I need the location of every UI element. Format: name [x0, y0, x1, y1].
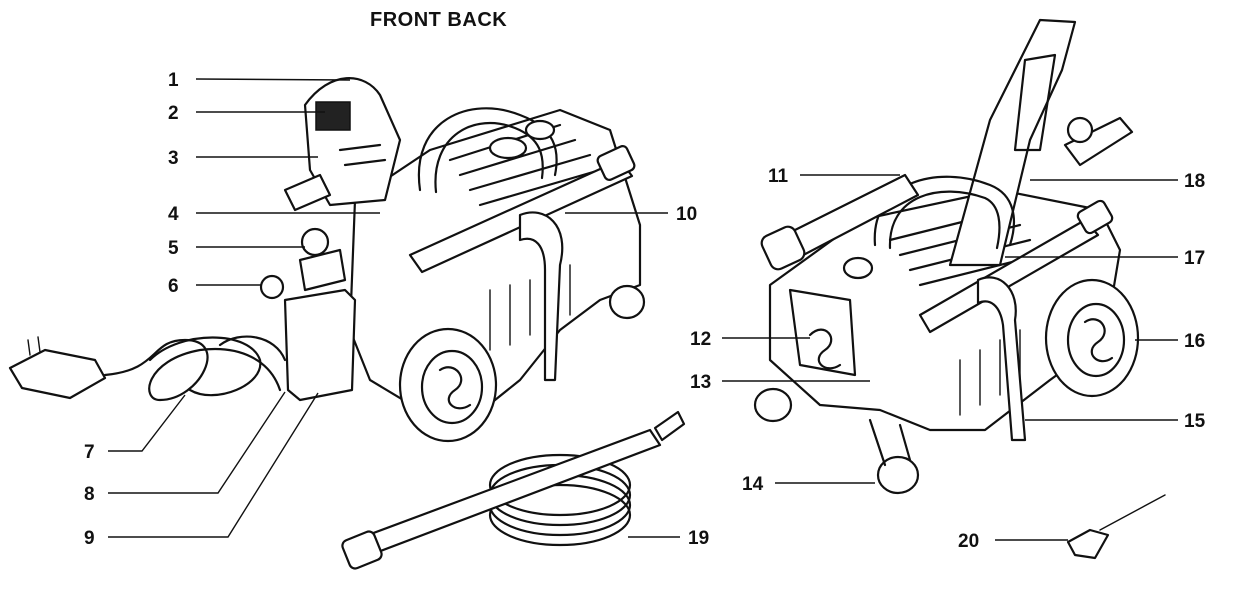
callout-11: 11 — [768, 166, 789, 187]
back-logo-s — [808, 328, 842, 370]
front-hose-hook — [518, 211, 564, 382]
leader-1 — [195, 78, 351, 81]
callout-3: 3 — [168, 148, 179, 169]
back-logo-panel — [788, 288, 857, 377]
back-tall-handle — [948, 18, 1077, 267]
front-rear-caster — [608, 284, 646, 320]
callout-19: 19 — [688, 528, 709, 549]
callout-10: 10 — [676, 204, 697, 225]
front-wheel-s-logo — [438, 366, 472, 410]
front-lance-nozzle — [596, 145, 636, 181]
back-wheel-hub — [1066, 302, 1126, 378]
front-detergent-cap — [300, 227, 330, 257]
hose-coil-4 — [488, 453, 632, 517]
front-view-illustration — [8, 77, 646, 443]
back-left-caster — [753, 387, 793, 423]
back-top-connector — [1066, 116, 1094, 144]
callout-5: 5 — [168, 238, 179, 259]
front-plug-prongs — [27, 336, 41, 356]
callout-8: 8 — [84, 484, 95, 505]
front-top-cap — [524, 119, 556, 141]
back-wheel-s-logo — [1083, 318, 1114, 363]
callout-2: 2 — [168, 103, 179, 124]
back-front-caster — [876, 455, 920, 495]
callout-20: 20 — [958, 531, 979, 552]
front-detergent-tank — [283, 288, 357, 402]
back-caster-legs — [868, 418, 912, 467]
front-trigger-lock — [315, 101, 351, 131]
callout-15: 15 — [1184, 411, 1206, 432]
front-inlet-connector — [259, 274, 285, 300]
back-lance-nozzle — [1076, 199, 1114, 235]
front-power-plug — [8, 348, 107, 400]
front-cord-coil-1 — [103, 338, 282, 402]
diagram-title: FRONT BACK — [370, 9, 508, 31]
front-cord-coil-3 — [218, 335, 287, 362]
callout-numbers: 1 2 3 4 5 6 7 8 9 10 11 12 13 14 15 16 1… — [84, 70, 1206, 552]
back-carry-handle-inner — [888, 190, 1001, 250]
leader-9 — [108, 392, 319, 538]
front-handle-outer — [417, 107, 558, 192]
front-gun-grip-lines — [338, 143, 387, 167]
needle-tool-grip — [1066, 528, 1110, 560]
hose-end-fitting — [341, 530, 383, 570]
front-inlet-filter-block — [298, 248, 347, 292]
back-side-louvers — [959, 329, 1021, 416]
callout-16: 16 — [1184, 331, 1205, 352]
back-view-illustration — [753, 18, 1140, 495]
hose-illustration — [341, 410, 686, 570]
front-oil-cap — [488, 136, 528, 160]
callout-6: 6 — [168, 276, 179, 297]
needle-tool-illustration — [1066, 494, 1166, 560]
callout-17: 17 — [1184, 248, 1205, 269]
callout-18: 18 — [1184, 171, 1205, 192]
back-oil-cap — [842, 256, 874, 280]
back-hose-hook — [976, 276, 1027, 442]
front-wheel-hub — [420, 349, 484, 425]
front-gun-connector — [283, 173, 332, 212]
back-top-nozzle — [1063, 116, 1134, 167]
callout-14: 14 — [742, 474, 764, 495]
back-lance — [918, 218, 1100, 334]
leader-7 — [108, 394, 186, 452]
front-handle-inner — [434, 121, 544, 194]
back-handle-grip-window — [1013, 53, 1057, 152]
callout-9: 9 — [84, 528, 95, 549]
callout-7: 7 — [84, 442, 95, 463]
callout-4: 4 — [168, 204, 179, 225]
leader-lines — [108, 78, 1178, 541]
callout-13: 13 — [690, 372, 711, 393]
leader-8 — [108, 391, 286, 494]
needle-tool-pin — [1099, 494, 1166, 531]
hose-coil-1 — [488, 483, 632, 547]
front-side-louvers — [489, 264, 571, 351]
callout-1: 1 — [168, 70, 179, 91]
callout-12: 12 — [690, 329, 711, 350]
front-cord-coil-2 — [148, 336, 262, 397]
back-gun-nozzle — [760, 225, 806, 271]
hose-tip — [653, 410, 686, 442]
